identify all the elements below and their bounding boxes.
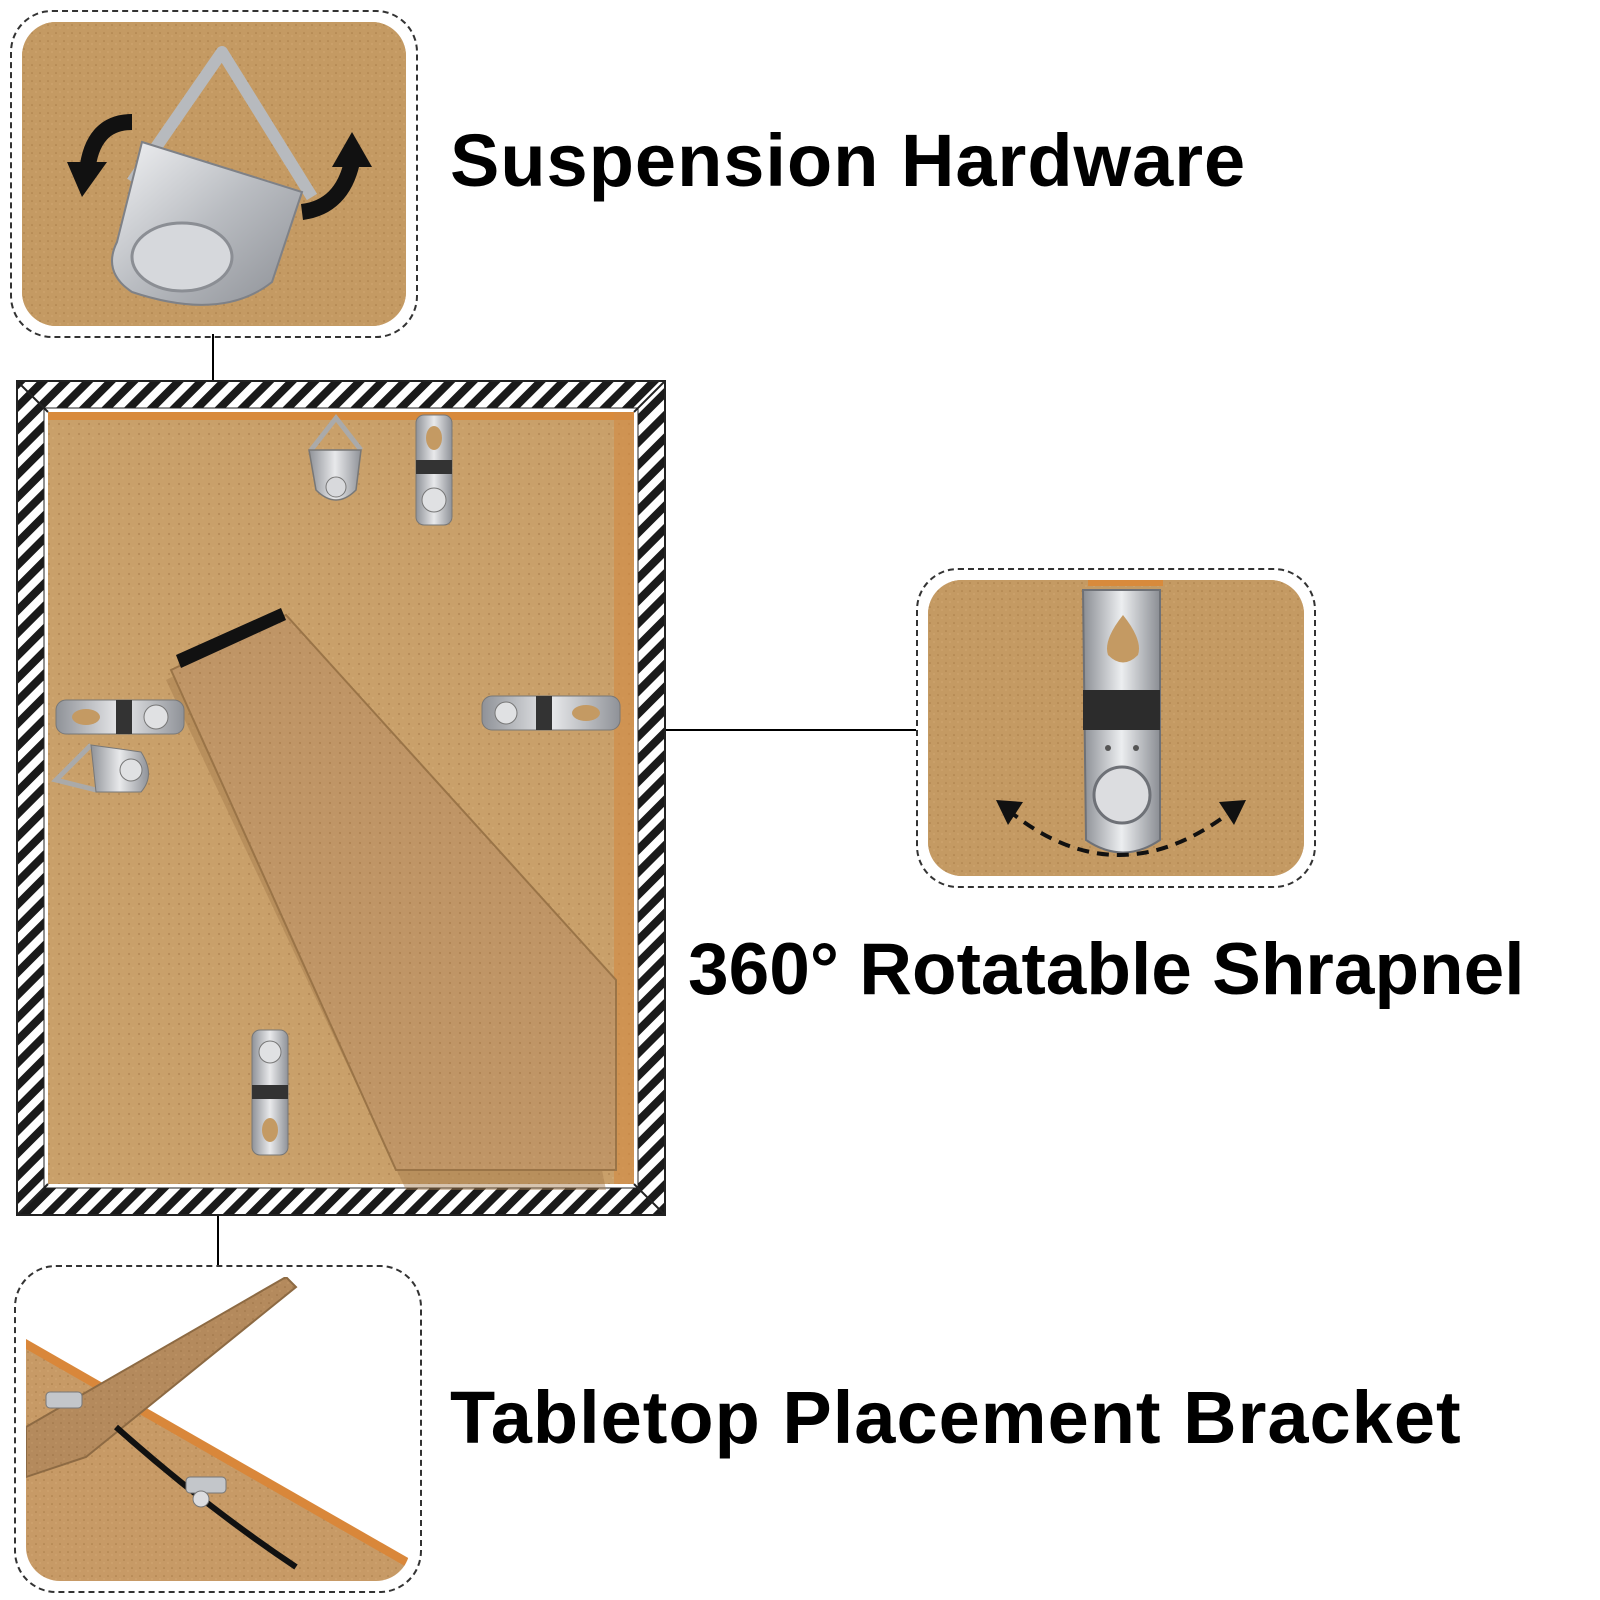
tabletop-bracket-label: Tabletop Placement Bracket (450, 1376, 1462, 1459)
dashed-arc-arrow-icon (996, 800, 1246, 857)
frame-back (16, 380, 666, 1216)
suspension-hardware-label: Suspension Hardware (450, 119, 1247, 202)
triangle-hanger-left (51, 743, 149, 793)
turn-clip-right (481, 695, 621, 731)
turn-clip-left (55, 699, 185, 735)
bracket-stand (26, 1277, 298, 1479)
suspension-hardware-photo (22, 22, 406, 326)
suspension-hardware-inset (10, 10, 418, 338)
tabletop-bracket-photo (26, 1277, 410, 1581)
tabletop-bracket-inset (14, 1265, 422, 1593)
rotatable-shrapnel-photo (928, 580, 1304, 876)
triangle-ring (127, 46, 318, 201)
turn-clip-bottom (251, 1029, 289, 1156)
stand-ribbon (176, 608, 286, 668)
rotatable-shrapnel-inset (916, 568, 1316, 888)
rivet (130, 221, 234, 293)
curved-arrows-icon (67, 114, 372, 220)
turn-clip-top (415, 414, 453, 526)
triangle-hanger-top (308, 413, 363, 501)
rotatable-shrapnel-label: 360° Rotatable Shrapnel (688, 929, 1525, 1010)
